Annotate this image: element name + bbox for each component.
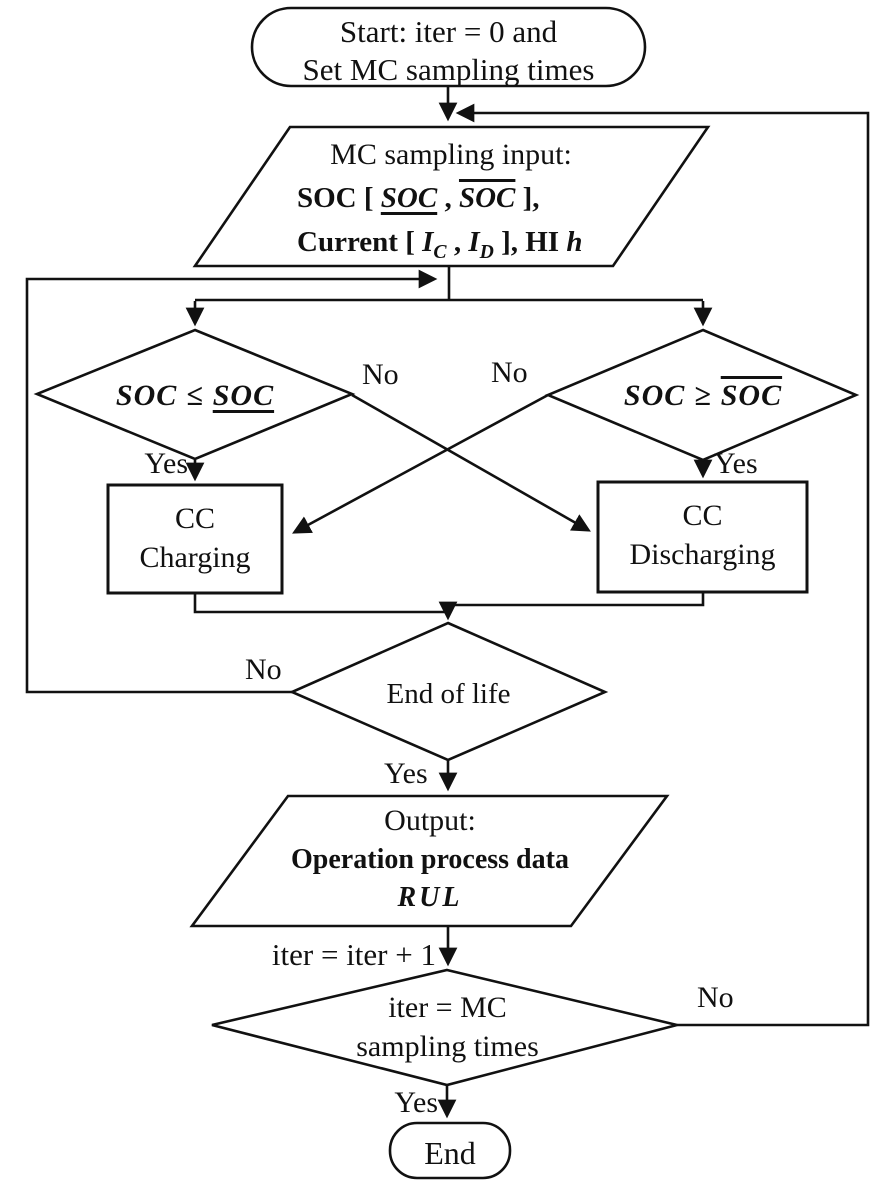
output-line2: Operation process data xyxy=(291,844,569,875)
edge-input-split xyxy=(195,266,703,302)
output-line3: RUL xyxy=(397,882,463,913)
decision-soc-low-shape xyxy=(33,328,356,461)
label-soc-high-no: No xyxy=(491,356,528,389)
label-iter-yes: Yes xyxy=(394,1086,438,1119)
edge-eol-no-loop xyxy=(25,269,438,694)
input-current-line: Current [ IC , ID ], HI h xyxy=(297,226,583,263)
edge-iter-no-loop xyxy=(455,103,870,1027)
cc-charging-shape xyxy=(106,483,284,595)
decision-eol-text: End of life xyxy=(386,678,511,710)
output-node-shape xyxy=(189,794,670,928)
discharge-current-symbol: I xyxy=(468,226,480,258)
label-soc-high-yes: Yes xyxy=(714,447,758,480)
label-eol-no: No xyxy=(245,653,282,686)
start-line2: Set MC sampling times xyxy=(302,52,595,87)
edge-soc-high-no-cross xyxy=(292,393,549,534)
charge-current-symbol: I xyxy=(422,226,434,258)
start-line1: Start: iter = 0 and xyxy=(339,14,558,49)
decision-soc-high-text: SOC≥SOC xyxy=(623,379,783,412)
start-node-shape xyxy=(250,6,647,88)
label-iter-no: No xyxy=(697,981,734,1014)
decision-soc-high-shape xyxy=(544,328,860,462)
label-soc-low-no: No xyxy=(362,358,399,391)
soc-lower-bound: SOC xyxy=(380,182,438,214)
soc-upper-bound: SOC xyxy=(458,182,516,214)
iter-increment-label: iter = iter + 1 xyxy=(271,937,436,972)
decision-iter-text: iter = MC sampling times xyxy=(356,991,539,1063)
decision-soc-low-text: SOC≤SOC xyxy=(115,379,275,412)
input-soc-range-line: SOC [ SOC , SOC ], xyxy=(297,182,540,214)
decision-iter-shape xyxy=(211,968,678,1087)
label-eol-yes: Yes xyxy=(384,757,428,790)
health-indicator-symbol: h xyxy=(566,226,583,258)
end-node-text: End xyxy=(424,1135,476,1171)
end-node-shape xyxy=(388,1121,512,1180)
input-node-title: MC sampling input: xyxy=(330,138,572,171)
edge-soc-low-no-cross xyxy=(351,393,591,532)
output-line1: Output: xyxy=(384,804,476,837)
decision-eol-shape xyxy=(288,621,609,762)
start-node-text: Start: iter = 0 and Set MC sampling time… xyxy=(252,13,645,89)
cc-discharging-text: CC Discharging xyxy=(629,499,776,571)
edge-boxes-merge xyxy=(193,592,705,614)
cc-charging-text: CC Charging xyxy=(139,502,251,574)
input-node-shape xyxy=(192,125,711,268)
input-node-lines: SOC [ SOC , SOC ], Current [ IC , ID ], … xyxy=(297,176,697,274)
cc-discharging-shape xyxy=(596,480,809,594)
label-soc-low-yes: Yes xyxy=(144,447,188,480)
output-node-text: Output: Operation process data RUL xyxy=(200,801,660,917)
